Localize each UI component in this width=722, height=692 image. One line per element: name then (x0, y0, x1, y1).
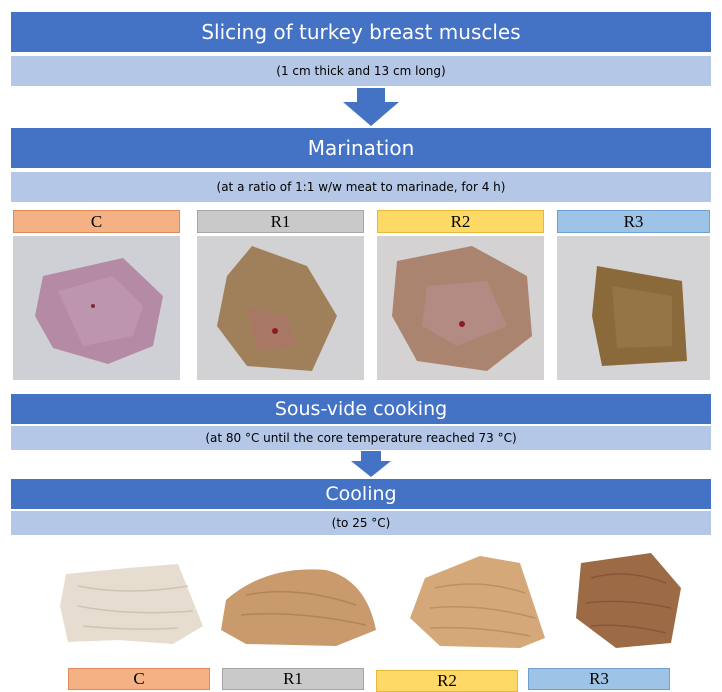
sample-label-r3-raw: R3 (557, 210, 710, 233)
sample-label-r2-raw: R2 (377, 210, 544, 233)
down-arrow-icon (343, 88, 399, 126)
cooked-sample-photo-r1 (216, 560, 384, 652)
step-slicing-detail: (1 cm thick and 13 cm long) (11, 56, 711, 86)
step-marination-title: Marination (11, 128, 711, 168)
raw-sample-photo-r1 (197, 236, 364, 380)
sample-label-c-raw: C (13, 210, 180, 233)
sample-label-r1-raw: R1 (197, 210, 364, 233)
cooked-sample-photo-r3 (566, 548, 686, 652)
down-arrow-icon (351, 451, 391, 477)
step-slicing-title: Slicing of turkey breast muscles (11, 12, 711, 52)
step-sous-vide-title: Sous-vide cooking (11, 394, 711, 424)
raw-sample-photo-c (13, 236, 180, 380)
raw-sample-photo-r2 (377, 236, 544, 380)
cooked-sample-photo-c (58, 556, 208, 652)
cooked-sample-photo-r2 (400, 548, 550, 652)
sample-label-r2-cooked: R2 (376, 670, 518, 692)
raw-sample-photo-r3 (557, 236, 710, 380)
step-cooling-title: Cooling (11, 479, 711, 509)
step-sous-vide-detail: (at 80 °C until the core temperature rea… (11, 426, 711, 450)
step-cooling-detail: (to 25 °C) (11, 511, 711, 535)
step-marination-detail: (at a ratio of 1:1 w/w meat to marinade,… (11, 172, 711, 202)
